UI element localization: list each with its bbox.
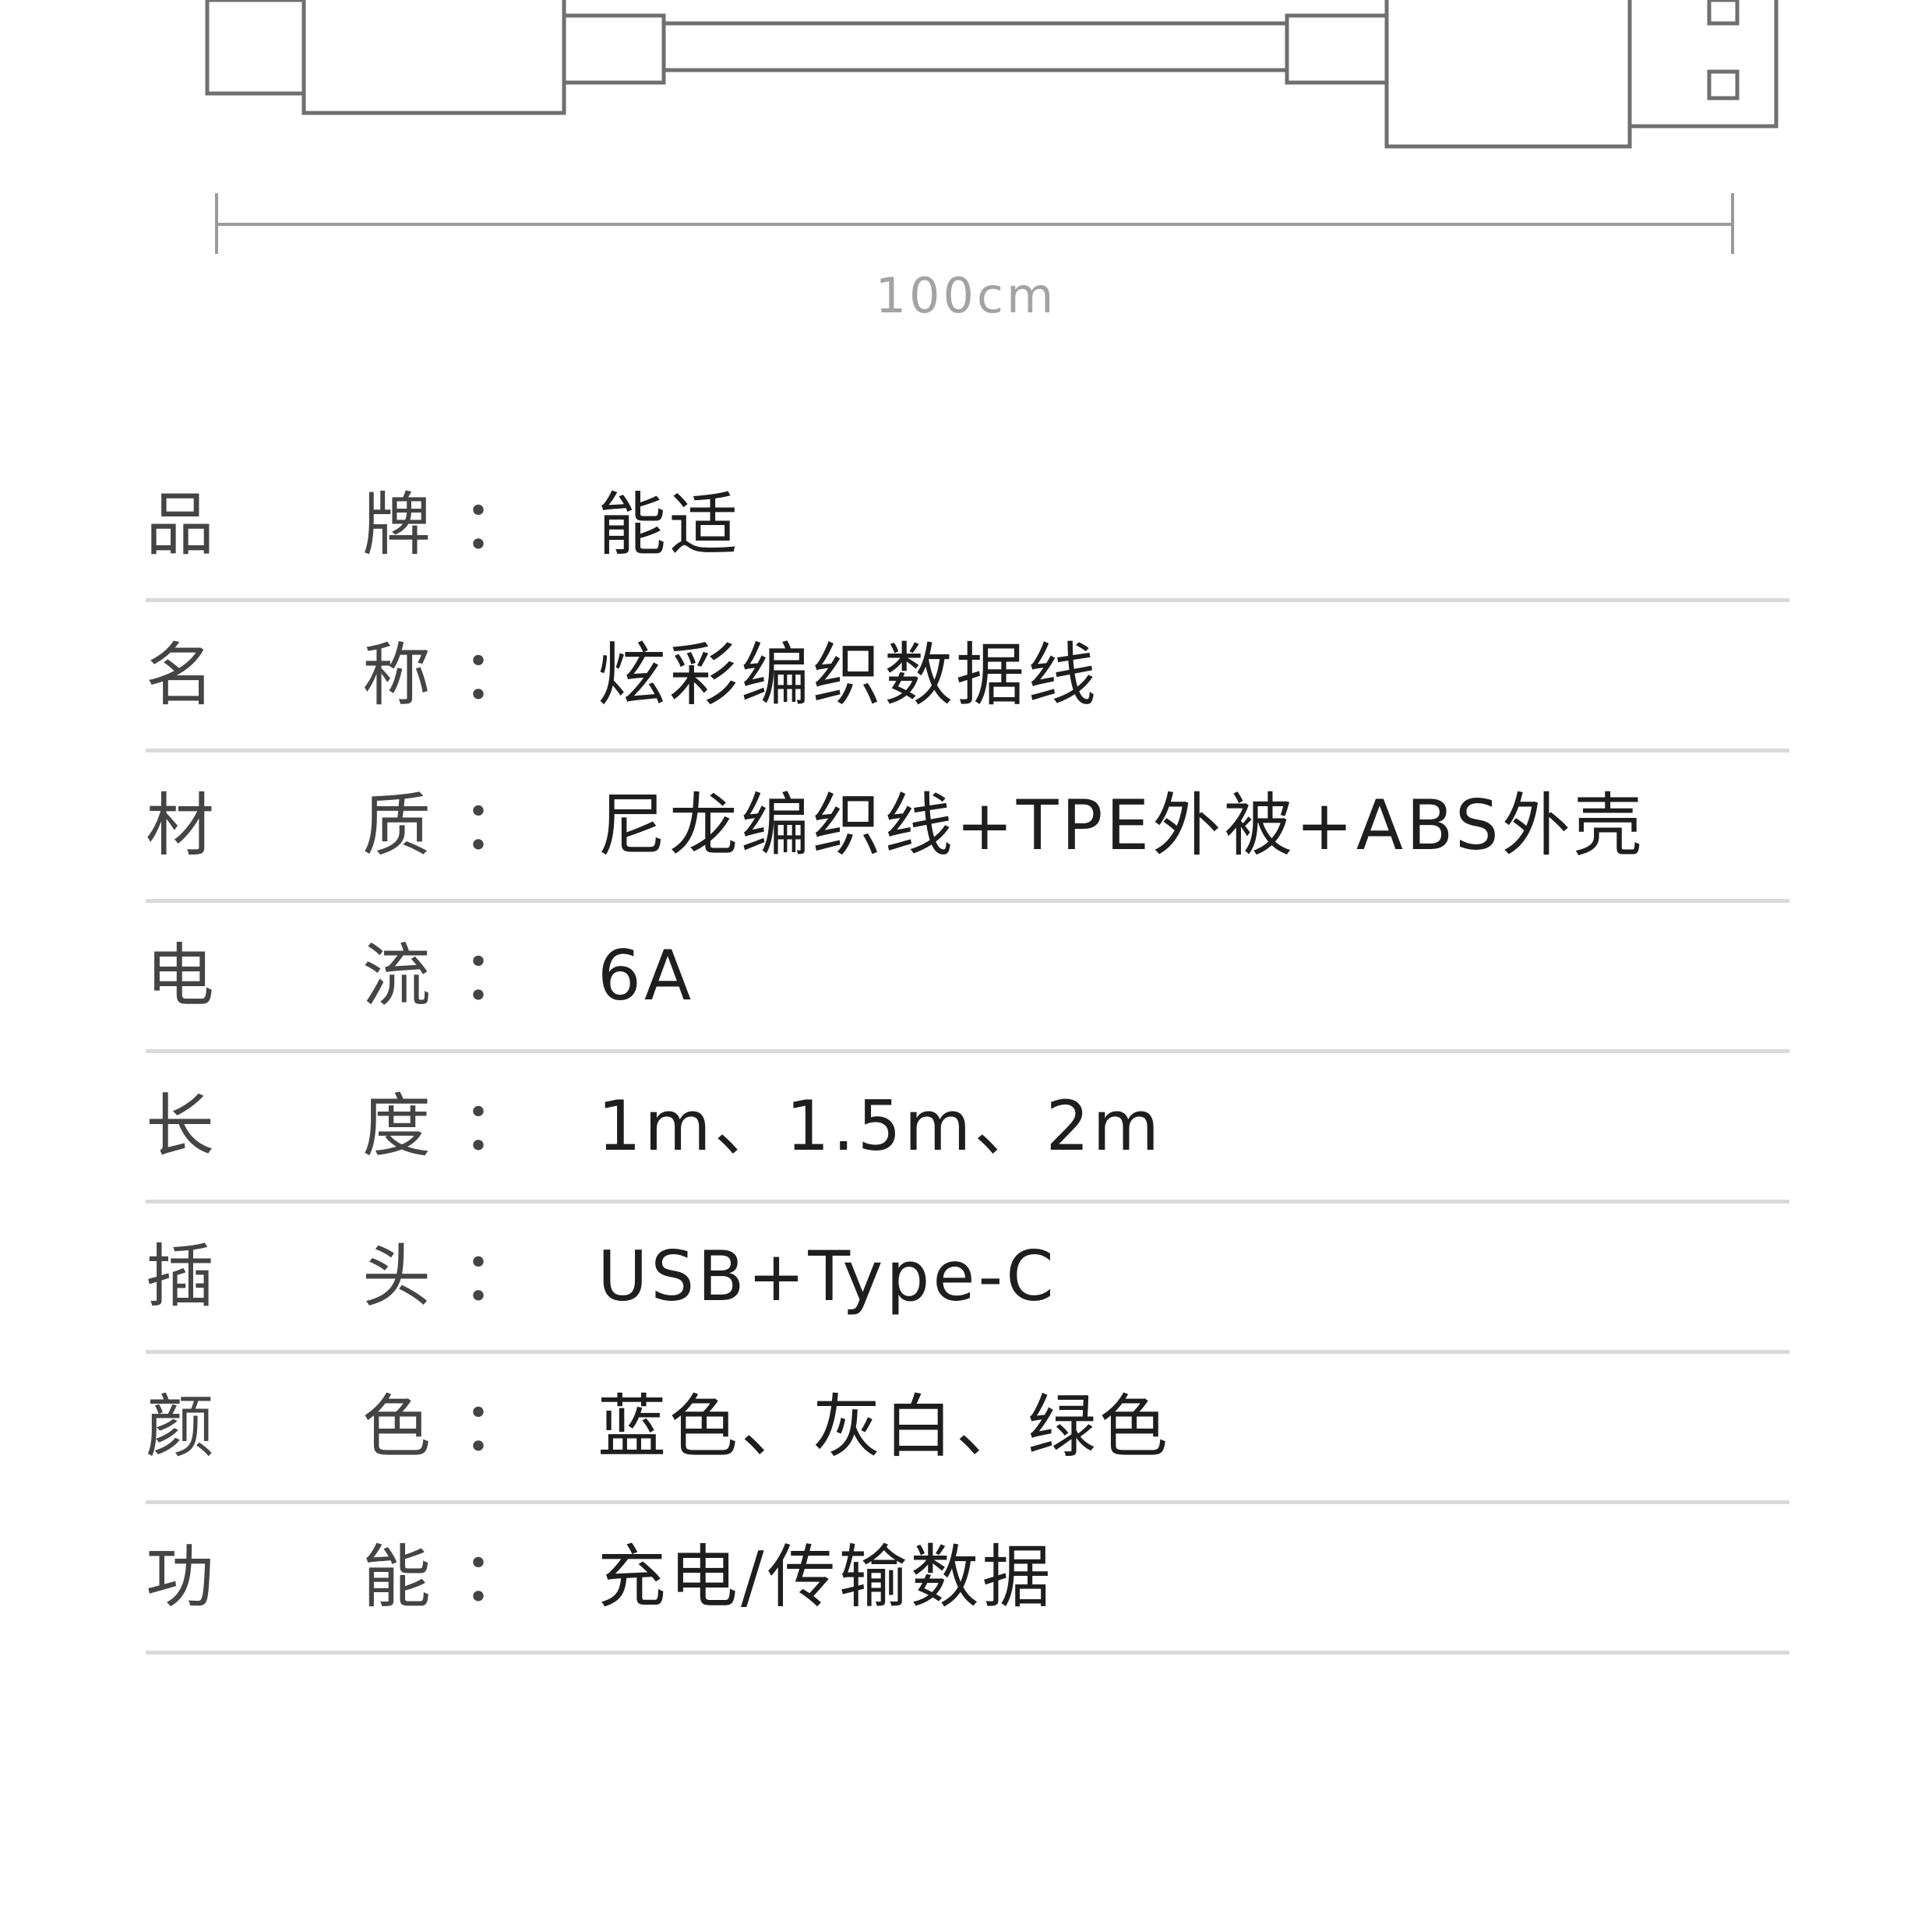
- spec-value: 尼龙编织线+TPE外被+ABS外壳: [598, 785, 1645, 865]
- spec-table: 品 牌 ： 能适 名 称 ： 炫彩编织数据线 材 质 ： 尼龙编织线+TPE外被…: [146, 452, 1789, 1655]
- spec-label-second-char: 质: [362, 785, 432, 865]
- usb-pin-hole: [1707, 0, 1740, 26]
- left-strain-relief: [562, 13, 666, 85]
- spec-label-second-char: 头: [362, 1236, 432, 1316]
- spec-colon: ：: [461, 635, 531, 715]
- usb-pin-hole: [1707, 69, 1740, 100]
- spec-label-second-char: 度: [362, 1086, 432, 1166]
- spec-label-second-char: 色: [362, 1387, 432, 1467]
- right-strain-relief: [1285, 13, 1389, 85]
- spec-value: 1m、1.5m、2m: [598, 1086, 1163, 1166]
- type-c-housing: [301, 0, 566, 115]
- spec-colon: ：: [461, 1236, 531, 1316]
- spec-colon: ：: [461, 485, 531, 565]
- spec-value: USB+Type-C: [598, 1236, 1057, 1316]
- usb-plug: [1627, 0, 1779, 129]
- spec-row-brand: 品 牌 ： 能适: [146, 452, 1789, 602]
- spec-colon: ：: [461, 1387, 531, 1467]
- spec-value: 炫彩编织数据线: [598, 635, 1100, 715]
- spec-row-color: 颜 色 ： 蓝色、灰白、绿色: [146, 1354, 1789, 1504]
- spec-row-length: 长 度 ： 1m、1.5m、2m: [146, 1053, 1789, 1203]
- spec-label-first-char: 功: [146, 1537, 215, 1617]
- spec-row-material: 材 质 ： 尼龙编织线+TPE外被+ABS外壳: [146, 752, 1789, 903]
- usb-housing: [1384, 0, 1632, 149]
- spec-label-second-char: 能: [362, 1537, 432, 1617]
- spec-colon: ：: [461, 785, 531, 865]
- spec-label-second-char: 称: [362, 635, 432, 715]
- cable-diagram: [205, 0, 1779, 254]
- spec-label-first-char: 电: [146, 936, 215, 1016]
- spec-colon: ：: [461, 936, 531, 1016]
- spec-label-first-char: 颜: [146, 1387, 215, 1467]
- length-label: 100cm: [875, 267, 1057, 324]
- spec-label-second-char: 牌: [362, 485, 432, 565]
- spec-label-first-char: 长: [146, 1086, 215, 1166]
- spec-label-first-char: 材: [146, 785, 215, 865]
- spec-row-function: 功 能 ： 充电/传输数据: [146, 1504, 1789, 1655]
- spec-value: 能适: [598, 485, 742, 565]
- spec-row-connector: 插 头 ： USB+Type-C: [146, 1203, 1789, 1354]
- spec-label-first-char: 插: [146, 1236, 215, 1316]
- spec-value: 6A: [598, 936, 695, 1016]
- spec-value: 蓝色、灰白、绿色: [598, 1387, 1172, 1467]
- spec-label-second-char: 流: [362, 936, 432, 1016]
- spec-label-first-char: 品: [146, 485, 215, 565]
- spec-colon: ：: [461, 1537, 531, 1617]
- spec-row-name: 名 称 ： 炫彩编织数据线: [146, 602, 1789, 752]
- cable-body: [661, 21, 1289, 72]
- type-c-tip: [205, 0, 306, 96]
- spec-value: 充电/传输数据: [598, 1537, 1054, 1617]
- spec-label-first-char: 名: [146, 635, 215, 715]
- spec-row-current: 电 流 ： 6A: [146, 903, 1789, 1053]
- spec-colon: ：: [461, 1086, 531, 1166]
